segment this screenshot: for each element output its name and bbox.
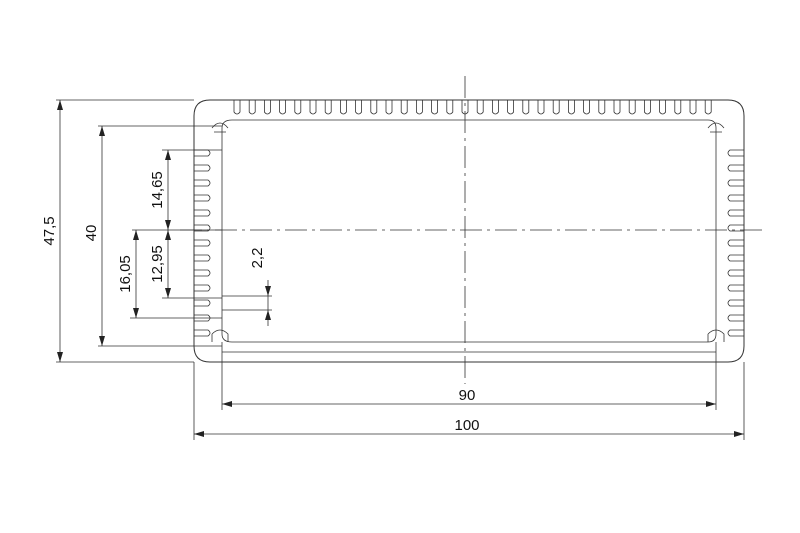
arrowheads bbox=[57, 100, 744, 437]
right-fin-slot bbox=[727, 179, 744, 187]
left-fin-slot bbox=[194, 299, 211, 307]
left-fin-slot bbox=[194, 179, 211, 187]
top-fin-slot bbox=[476, 100, 484, 115]
right-fin-slot bbox=[727, 239, 744, 247]
dim-slot-width: 2,2 bbox=[249, 248, 266, 269]
left-fins bbox=[194, 149, 211, 337]
left-fin-slot bbox=[194, 224, 211, 232]
top-fin-slot bbox=[340, 100, 347, 115]
top-fins bbox=[233, 100, 712, 115]
dim-outer-height: 47,5 bbox=[41, 216, 58, 245]
top-fin-slot bbox=[446, 100, 454, 115]
extension-lines bbox=[56, 99, 745, 440]
top-fin-slot bbox=[400, 100, 408, 115]
right-fin-slot bbox=[727, 329, 744, 337]
top-fin-slot bbox=[568, 100, 575, 115]
top-fin-slot bbox=[355, 100, 362, 115]
dimension-lines bbox=[59, 100, 744, 435]
right-fin-slot bbox=[727, 164, 744, 172]
dim-inner-width: 90 bbox=[459, 387, 476, 404]
left-fin-slot bbox=[194, 254, 211, 262]
screw-channels bbox=[211, 122, 725, 342]
left-fin-slot bbox=[194, 269, 211, 277]
left-fin-slot bbox=[194, 329, 211, 337]
right-fin-slot bbox=[727, 194, 744, 202]
top-fin-slot bbox=[309, 100, 317, 115]
left-fin-slot bbox=[194, 284, 211, 292]
left-fin-slot bbox=[194, 239, 211, 247]
profile-outline bbox=[193, 99, 745, 363]
top-fin-slot bbox=[492, 100, 499, 115]
top-fin-slot bbox=[689, 100, 697, 115]
left-fin-slot bbox=[194, 149, 211, 157]
top-fin-slot bbox=[507, 100, 514, 115]
left-fin-slot bbox=[194, 209, 211, 217]
right-fin-slot bbox=[727, 224, 744, 232]
left-fin-slot bbox=[194, 194, 211, 202]
dim-14-65: 14,65 bbox=[149, 171, 166, 209]
right-fin-slot bbox=[727, 314, 744, 322]
dim-12-95: 12,95 bbox=[149, 245, 166, 283]
top-fin-slot bbox=[552, 100, 560, 115]
top-fin-slot bbox=[659, 100, 666, 115]
top-fin-slot bbox=[324, 100, 332, 115]
top-fin-slot bbox=[522, 100, 530, 115]
top-fin-slot bbox=[704, 100, 712, 115]
top-fin-slot bbox=[537, 100, 545, 115]
dim-outer-width: 100 bbox=[454, 417, 479, 434]
profile-inner-cavity bbox=[221, 119, 717, 343]
top-fin-slot bbox=[370, 100, 378, 115]
left-fin-slot bbox=[194, 164, 211, 172]
right-fin-slot bbox=[727, 254, 744, 262]
dim-16-05: 16,05 bbox=[117, 255, 134, 293]
top-fin-slot bbox=[385, 100, 393, 115]
top-fin-slot bbox=[598, 100, 606, 115]
top-fin-slot bbox=[248, 100, 256, 115]
top-fin-slot bbox=[294, 100, 302, 115]
top-fin-slot bbox=[644, 100, 651, 115]
top-fin-slot bbox=[416, 100, 423, 115]
top-fin-slot bbox=[279, 100, 286, 115]
right-fin-slot bbox=[727, 269, 744, 277]
top-fin-slot bbox=[674, 100, 682, 115]
right-fin-slot bbox=[727, 299, 744, 307]
right-fin-slot bbox=[727, 284, 744, 292]
top-fin-slot bbox=[264, 100, 271, 115]
right-fin-slot bbox=[727, 149, 744, 157]
right-fin-slot bbox=[727, 209, 744, 217]
top-fin-slot bbox=[233, 100, 241, 115]
top-fin-slot bbox=[628, 100, 636, 115]
top-fin-slot bbox=[431, 100, 438, 115]
dim-inner-height: 40 bbox=[83, 225, 100, 242]
top-fin-slot bbox=[613, 100, 621, 115]
top-fin-slot bbox=[583, 100, 590, 115]
right-fins bbox=[727, 149, 744, 337]
